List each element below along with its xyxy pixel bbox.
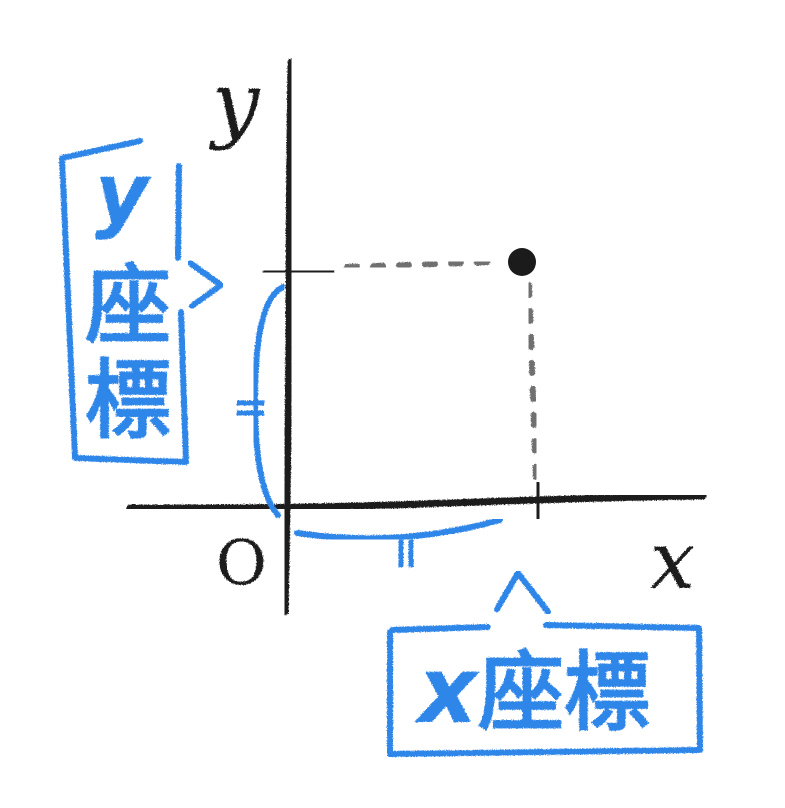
- x-axis-label: x: [650, 514, 695, 607]
- y-callout-pointer: [187, 260, 224, 309]
- y-callout-word-1: 座: [85, 256, 171, 356]
- vertical-guide-line: [526, 282, 539, 483]
- x-callout-word: 座標: [478, 643, 650, 743]
- x-callout-variable: x: [414, 637, 480, 744]
- y-callout-word-2: 標: [85, 351, 171, 451]
- y-axis-label: y: [208, 54, 261, 152]
- y-callout-box: [59, 138, 189, 465]
- x-axis-line: [126, 492, 707, 512]
- x-tick-mark: [533, 480, 543, 521]
- y-callout-variable: y: [95, 147, 152, 242]
- x-callout-box: [387, 622, 703, 757]
- x-callout-pointer: [494, 570, 551, 615]
- x-equal-mark: =: [381, 535, 432, 572]
- y-equal-mark: =: [232, 382, 269, 433]
- y-axis-line: [281, 58, 295, 616]
- origin-label: O: [216, 526, 267, 599]
- horizontal-guide-line: [344, 259, 495, 270]
- y-tick-mark: [262, 267, 335, 276]
- x-distance-brace: [294, 517, 503, 542]
- y-distance-brace: [252, 284, 286, 518]
- plotted-point: [508, 248, 536, 276]
